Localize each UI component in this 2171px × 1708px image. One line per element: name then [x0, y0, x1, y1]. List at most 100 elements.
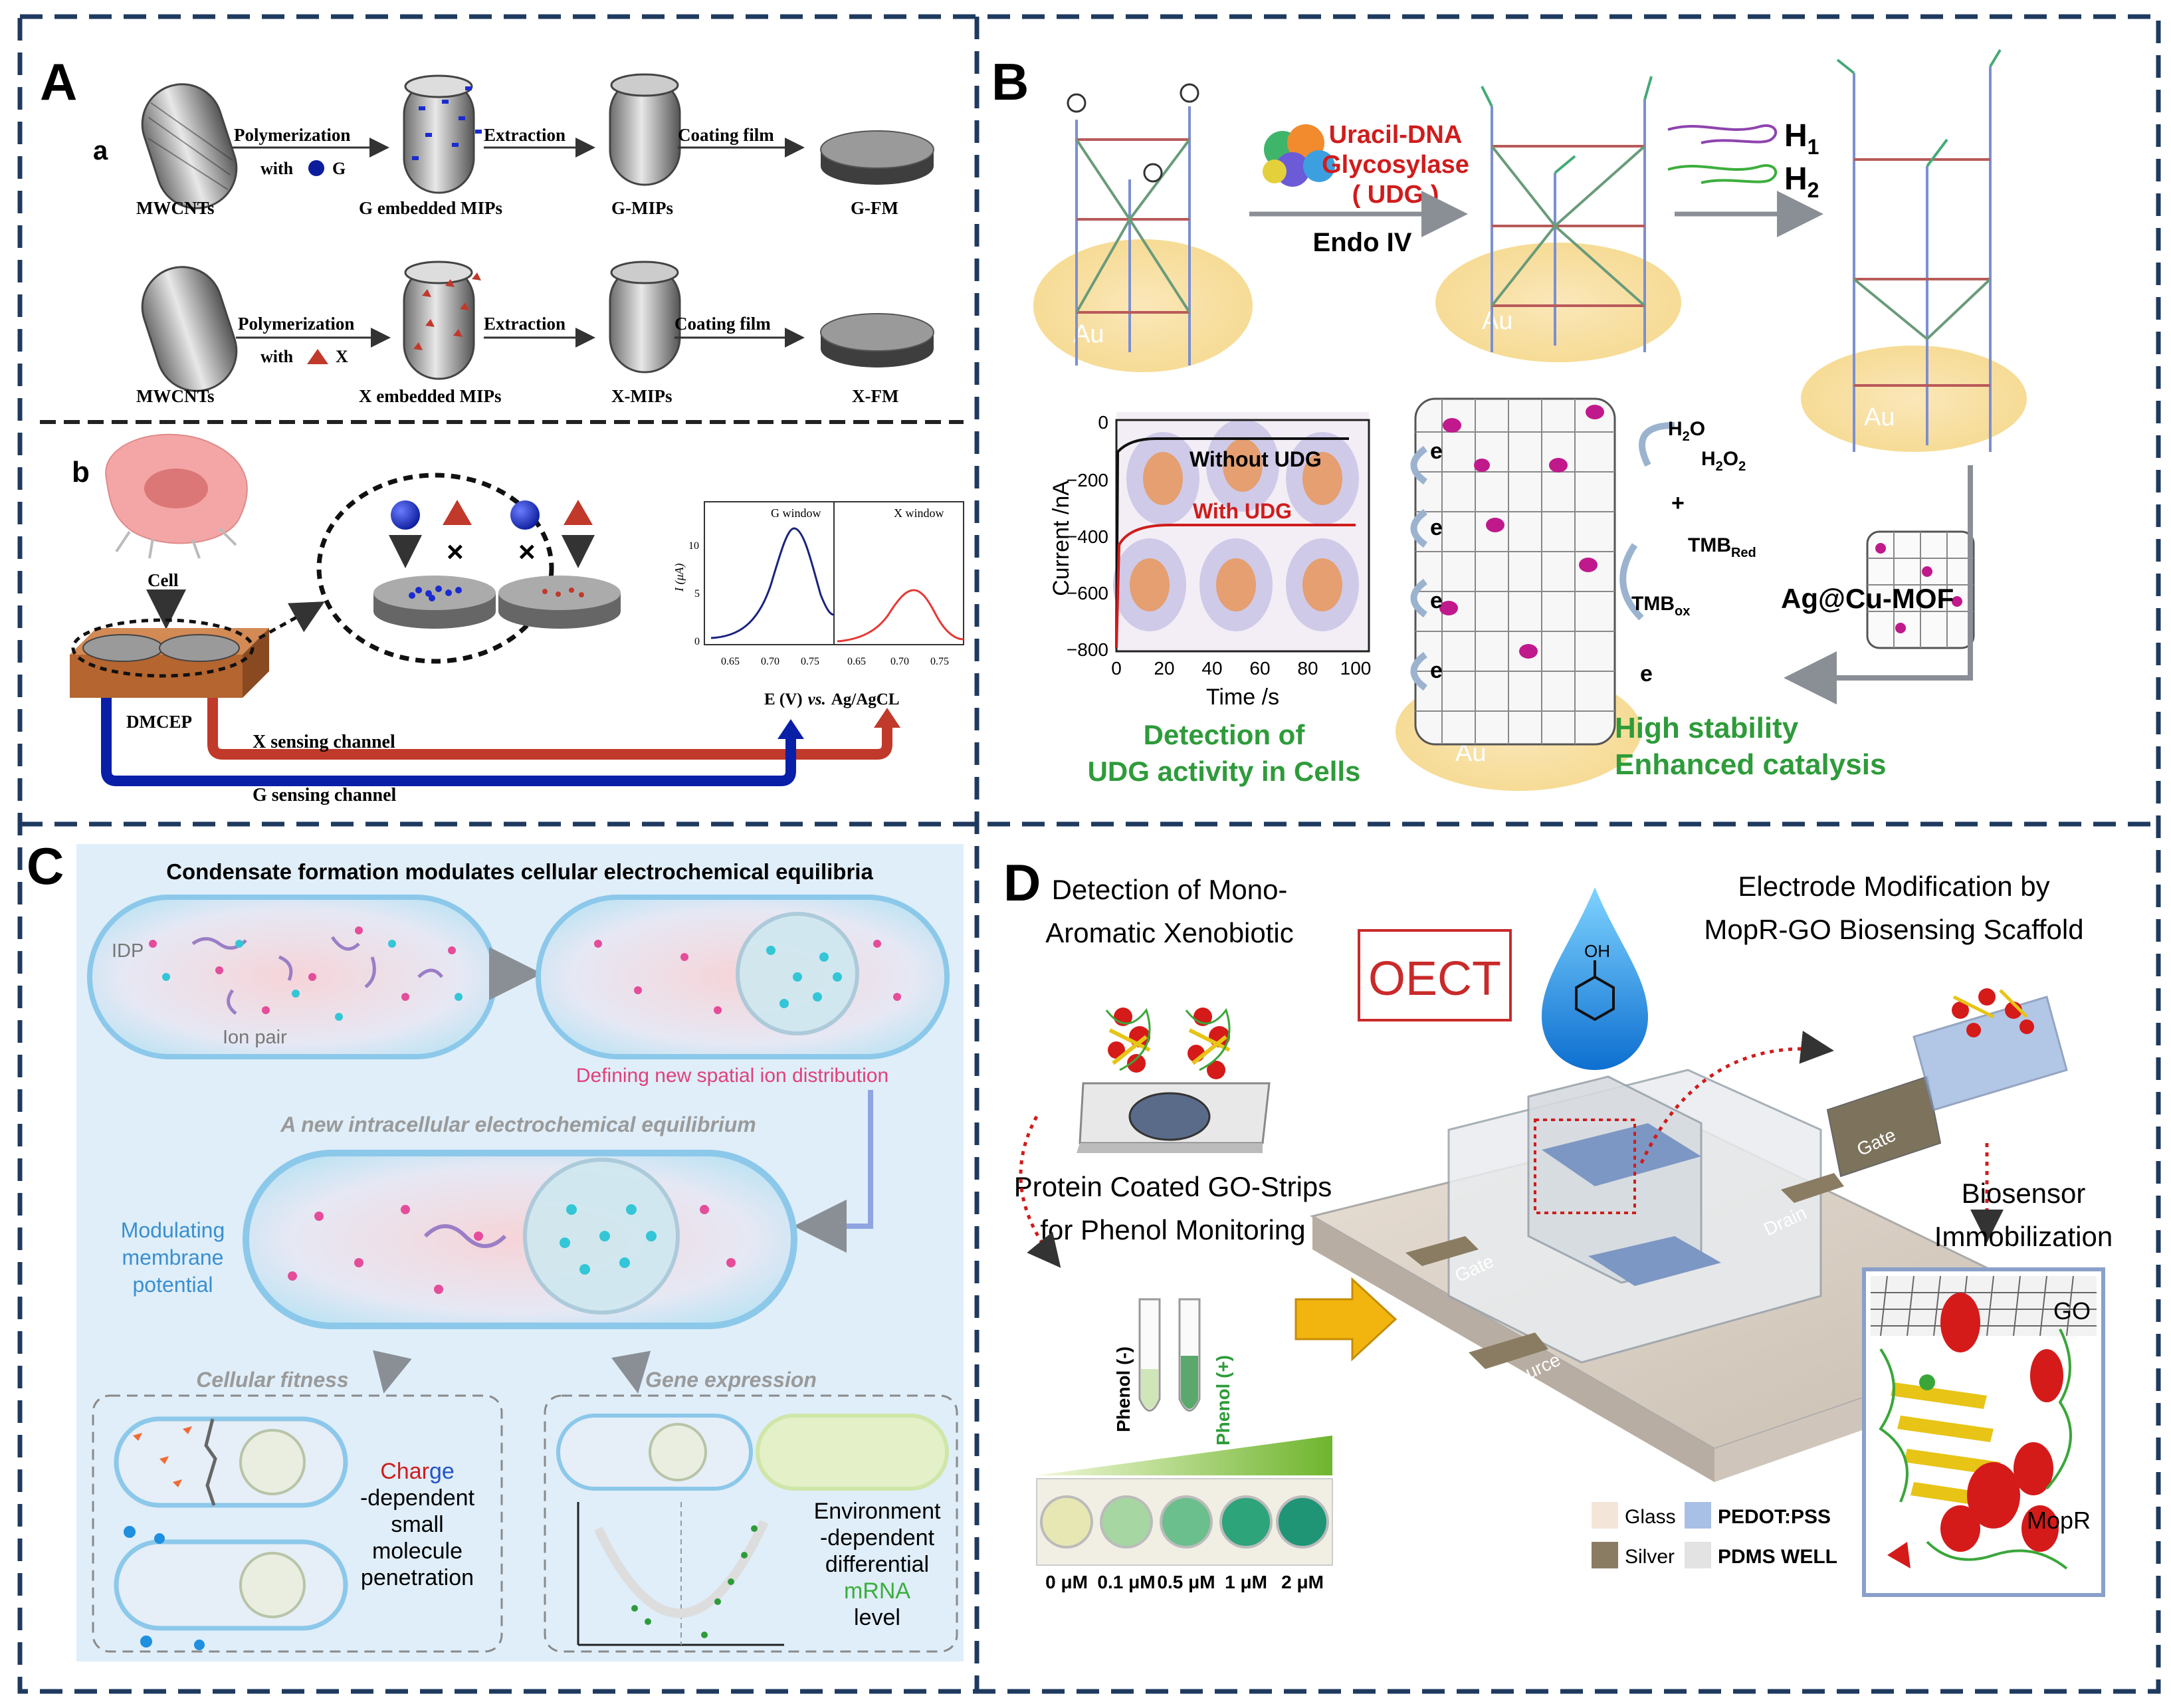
spatial-label: Defining new spatial ion distribution — [576, 1065, 888, 1087]
go-label: GO — [2053, 1297, 2091, 1325]
row2-film: X-FM — [852, 386, 898, 406]
row1-step3: Coating film — [678, 125, 774, 145]
strips-2: for Phenol Monitoring — [1040, 1214, 1305, 1245]
legend-pedot: PEDOT:PSS — [1718, 1506, 1831, 1528]
au-label-1: Au — [1073, 320, 1104, 348]
panel-a-letter: A — [40, 53, 77, 111]
electron-1: e — [1430, 439, 1443, 464]
plus-sign: + — [1671, 490, 1685, 516]
mwcnt-tube-1 — [141, 83, 238, 209]
catalysis-label: Enhanced catalysis — [1615, 748, 1886, 781]
mini-xtick-5: 0.70 — [890, 656, 909, 667]
h2-subscript: 2 — [1808, 178, 1819, 202]
h2-letter: H — [1784, 161, 1808, 197]
conc-4: 2 μM — [1281, 1572, 1324, 1592]
electrode-1: Electrode Modification by — [1738, 871, 2049, 902]
x-peak-curve — [837, 589, 964, 643]
h1-subscript: 1 — [1808, 135, 1819, 159]
au-electrode-2: Au — [1435, 243, 1681, 362]
tmb-red-main: TMB — [1688, 534, 1731, 556]
c-arrow-fitness — [373, 1350, 412, 1394]
plot-ytick-600: −600 — [1067, 583, 1108, 603]
h2o-label: H2O — [1668, 418, 1705, 444]
go-strip-with-protein — [1077, 1008, 1271, 1153]
legend-pdms: PDMS WELL — [1718, 1546, 1837, 1568]
panel-c-title: Condensate formation modulates cellular … — [166, 859, 873, 884]
detect-label-2: UDG activity in Cells — [1088, 756, 1361, 787]
oh-label: OH — [1584, 941, 1610, 961]
row1-film: G-FM — [851, 198, 898, 218]
mini-xtick-3: 0.75 — [801, 656, 819, 667]
mof-label: Ag@Cu-MOF — [1781, 583, 1954, 614]
g-mips-tube — [609, 73, 681, 186]
row2-step3: Coating film — [674, 314, 771, 334]
hairpin-h2 — [1667, 164, 1778, 184]
c-flow-arrow — [793, 1090, 873, 1253]
legend-glass-swatch — [1592, 1502, 1618, 1529]
h2o2-sub2: 2 — [1738, 459, 1746, 474]
udg-enzyme — [1263, 124, 1335, 187]
legend-silver-swatch — [1592, 1542, 1618, 1568]
tube-neg-label: Phenol (-) — [1113, 1346, 1134, 1432]
charge-line-3: small — [391, 1512, 443, 1537]
au-electrode-1: Au — [1033, 239, 1253, 372]
charge-line-5: penetration — [361, 1565, 474, 1590]
biosensor-2: Immobilization — [1934, 1221, 2113, 1252]
concentration-wedge — [1037, 1436, 1332, 1475]
mini-xtick-6: 0.75 — [930, 656, 949, 667]
au-label-3: Au — [1864, 403, 1895, 431]
d-detect-2: Aromatic Xenobiotic — [1045, 917, 1294, 948]
legend-pedot-swatch — [1685, 1502, 1711, 1529]
membrane-label-3: potential — [133, 1273, 213, 1297]
without-udg-label: Without UDG — [1189, 447, 1322, 471]
h2o2-h: H — [1701, 448, 1716, 470]
idp-label: IDP — [112, 940, 144, 962]
row1-step2: Extraction — [484, 125, 566, 145]
d-detect-1: Detection of Mono- — [1052, 874, 1288, 905]
fitness-cells — [114, 1416, 348, 1650]
env-line-4: mRNA — [844, 1578, 910, 1604]
mini-xtick-4: 0.65 — [847, 656, 866, 667]
dna-tetrahedron-3 — [1836, 49, 2002, 452]
row1-mips: G-MIPs — [611, 198, 673, 218]
row2-step1-with: with — [260, 347, 294, 366]
plot-xlabel: Time /s — [1206, 685, 1279, 710]
env-line-1: Environment — [814, 1499, 941, 1524]
x-film-disc — [820, 313, 934, 368]
mini-plot: G window X window I (μA) 0 5 10 0.65 0.7… — [672, 501, 964, 708]
panel-a-sub-a: a — [93, 136, 108, 165]
charge-label: Charge — [380, 1459, 455, 1484]
mini-ytick-5: 5 — [694, 588, 700, 599]
row2-step1-symbol: X — [336, 347, 348, 366]
membrane-label-1: Modulating — [121, 1218, 225, 1242]
strips-1: Protein Coated GO-Strips — [1014, 1171, 1332, 1202]
mwcnt-tube-2 — [141, 266, 238, 392]
electron-4: e — [1430, 658, 1443, 683]
tmb-ox-label: TMBox — [1631, 593, 1690, 619]
oect-label: OECT — [1368, 952, 1501, 1006]
mini-ytick-10: 10 — [688, 540, 699, 552]
charge-line-4: molecule — [372, 1539, 463, 1564]
hairpin-h1 — [1667, 124, 1778, 144]
g-peak-curve — [710, 527, 835, 639]
conc-2: 0.5 μM — [1157, 1572, 1215, 1592]
tmb-red-label: TMBRed — [1688, 534, 1756, 560]
charge-line-2: -dependent — [360, 1485, 475, 1511]
plot-xtick-60: 60 — [1249, 658, 1270, 679]
env-line-2: -dependent — [820, 1525, 935, 1550]
without-udg-trace — [1115, 437, 1349, 649]
row1-step1: Polymerization — [234, 125, 350, 145]
env-line-5: level — [854, 1605, 900, 1630]
panel-c-letter: C — [27, 837, 64, 895]
legend-pdms-swatch — [1685, 1542, 1711, 1568]
legend-glass: Glass — [1625, 1506, 1676, 1528]
panel-b-letter: B — [991, 53, 1029, 111]
mini-ytick-0: 0 — [694, 636, 700, 647]
g-channel-label: G sensing channel — [253, 785, 396, 805]
plot-xtick-80: 80 — [1297, 658, 1318, 679]
au-electrode-3: Au — [1801, 346, 2027, 452]
plot-ytick-200: −200 — [1067, 470, 1108, 490]
svg-text:×: × — [518, 536, 536, 568]
enzyme-name-1: Uracil-DNA — [1329, 121, 1463, 149]
h2o2-sub1: 2 — [1716, 459, 1723, 474]
